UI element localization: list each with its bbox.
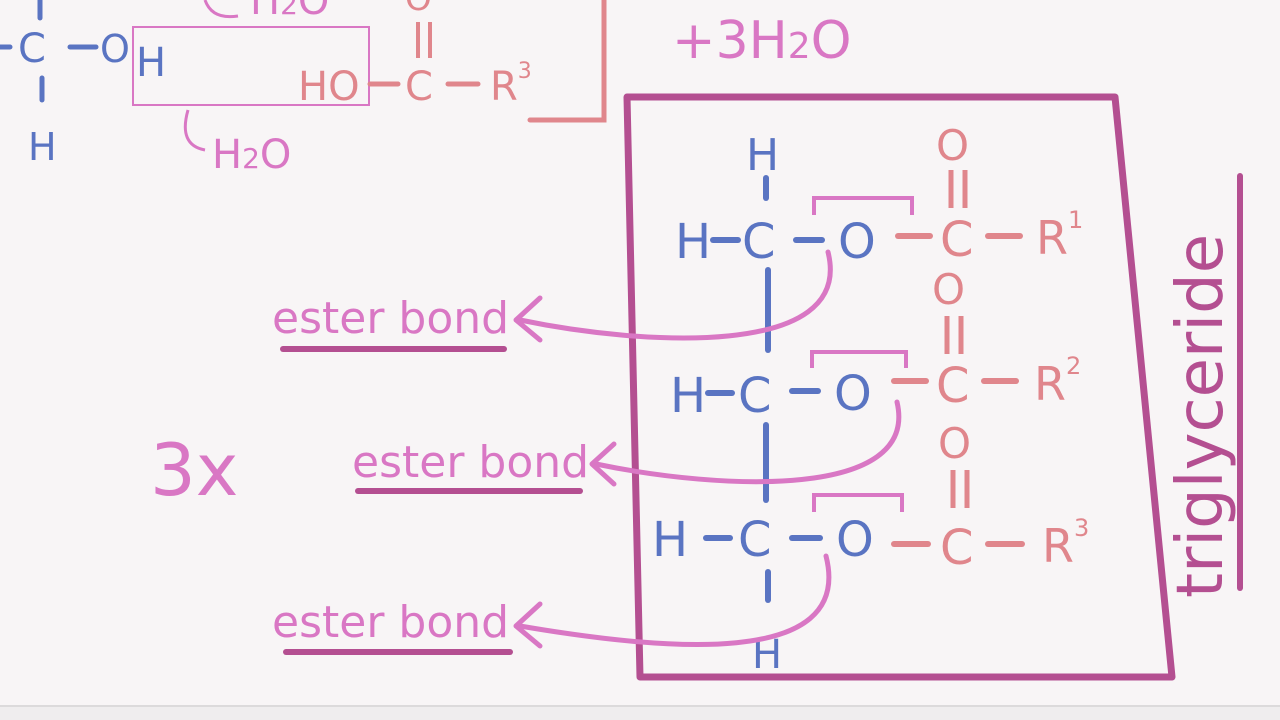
row2-sup: 2: [1066, 352, 1081, 380]
top-carbonyl-o: O: [405, 0, 432, 19]
top-h-in-box: H: [136, 40, 166, 86]
top-r-sup: 3: [518, 59, 532, 84]
plus-water-label: +3H2O: [672, 11, 852, 71]
ester-label-3: ester bond: [272, 597, 509, 648]
ester-annotation-3: ester bond: [272, 553, 832, 655]
row1-o: O: [838, 214, 876, 270]
water-arrow-top: [203, 0, 239, 19]
top-bracket: [527, 0, 607, 123]
row3-o: O: [836, 512, 874, 568]
top-acid-c: C: [405, 64, 433, 110]
top-h-bottom: H: [28, 125, 57, 169]
row2-acid-r: R2: [1034, 352, 1081, 411]
triglyceride-label: triglyceride: [1164, 234, 1238, 598]
water-arrow-bottom: [183, 109, 206, 152]
row2-carbonyl-o: O: [932, 265, 965, 314]
top-fragment: C O H H HO H2O H2O O C R3 +3H2O: [0, 0, 852, 178]
triglyceride-row-2: H C O C R2 O: [670, 265, 1081, 424]
row3-sup: 3: [1074, 514, 1089, 542]
ester-arrow-3: [517, 553, 832, 648]
row3-acid-r: R3: [1042, 514, 1089, 573]
row3-acid-c: C: [940, 520, 974, 576]
row1-acid-c: C: [940, 212, 974, 268]
top-ho: HO: [298, 64, 360, 110]
row2-h: H: [670, 368, 706, 424]
ester-annotation-2: ester bond: [352, 399, 902, 494]
row1-acid-r: R1: [1036, 206, 1083, 265]
ester-arrowhead-2: [589, 441, 617, 487]
top-water-bottom: H2O: [212, 132, 291, 178]
row1-carbonyl-o: O: [936, 121, 969, 170]
ester-arrow-2: [593, 399, 902, 485]
triglyceride-label-group: triglyceride: [1164, 234, 1238, 598]
ester-label-2: ester bond: [352, 437, 589, 488]
row2-c: C: [738, 368, 772, 424]
multiplier-label: 3x: [150, 428, 238, 512]
ester-arrowhead-1: [513, 295, 543, 343]
glycerol-h-top: H: [746, 130, 779, 181]
row3-carbonyl-o: O: [938, 419, 971, 468]
row1-c: C: [742, 214, 776, 270]
row2-acid-c: C: [936, 358, 970, 414]
row1-h: H: [675, 214, 711, 270]
row3-c: C: [738, 512, 772, 568]
row2-o: O: [834, 366, 872, 422]
row3-ester-bracket: [812, 493, 904, 512]
bottom-strip: [0, 706, 1280, 720]
triglyceride-row-1: H C O C R1 O: [675, 121, 1083, 270]
top-acid-r: R3: [490, 59, 532, 110]
triglyceride-row-3: H C O C R3 O: [652, 419, 1089, 576]
ester-arrowhead-3: [513, 601, 543, 649]
ester-annotation-1: ester bond: [272, 249, 833, 352]
ester-arrow-1: [517, 249, 833, 341]
row1-sup: 1: [1068, 206, 1083, 234]
row1-ester-bracket: [812, 196, 914, 215]
row3-h: H: [652, 512, 688, 568]
triglyceride-box: [623, 93, 1176, 681]
ester-label-1: ester bond: [272, 293, 509, 344]
top-glycerol-c: C: [18, 26, 46, 72]
row2-ester-bracket: [810, 350, 908, 368]
condensation-box: [132, 26, 370, 106]
top-water-top: H2O: [250, 0, 329, 24]
top-glycerol-oh-o: O: [100, 27, 130, 71]
